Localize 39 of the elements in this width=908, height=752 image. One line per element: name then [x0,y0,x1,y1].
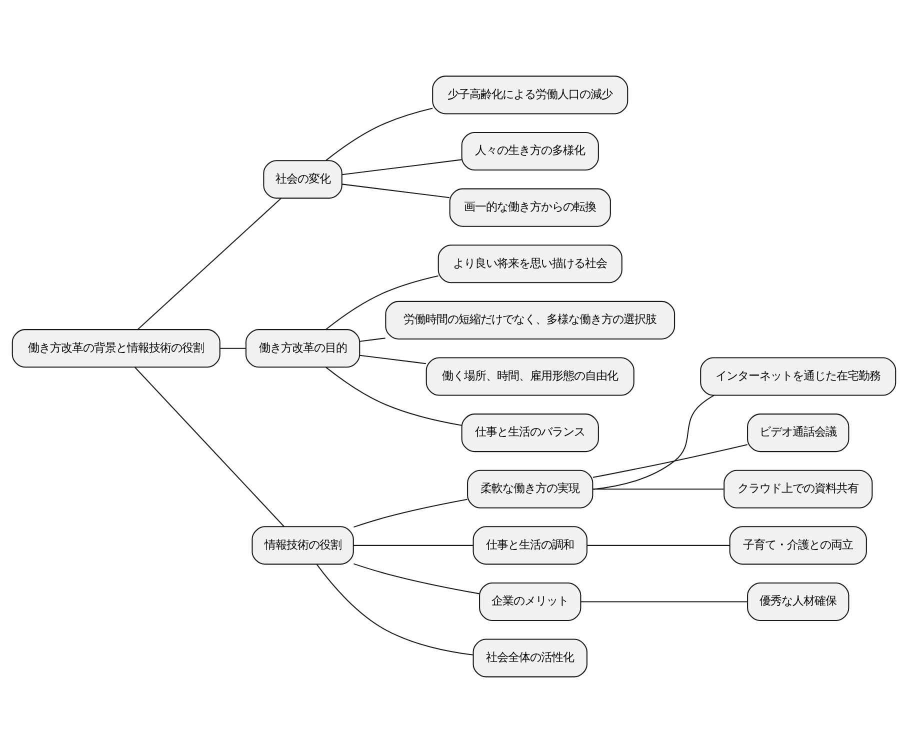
connector [587,544,730,546]
connector [220,347,246,348]
node-box: ビデオ通話会議 [747,413,850,452]
connector [326,274,438,330]
connector [354,498,468,528]
connector [354,544,474,546]
connector [326,366,462,426]
node-box: 画一的な働き方からの転換 [449,188,611,226]
node-box: クラウド上での資料共有 [724,469,873,508]
node-box: 労働時間の短縮だけでなく、多様な働き方の選択肢 [385,300,676,339]
node-box: 働き方改革の目的 [245,328,360,368]
connector [316,564,474,655]
node-box: 情報技術の役割 [252,526,354,564]
connector [342,158,462,175]
node-box: インターネットを通じた在宅勤務 [700,356,896,396]
node-box: 柔軟な働き方の実現 [467,469,594,508]
node-box: 少子高齢化による労働人口の減少 [432,75,628,114]
node-box: 企業のメリット [479,582,582,621]
connector [354,562,480,594]
connector [360,354,426,364]
node-box: 仕事と生活のバランス [461,413,599,452]
node-box: 社会の変化 [263,160,342,198]
node-box: 働く場所、時間、雇用形態の自由化 [426,356,634,396]
connector [592,488,724,490]
connector [580,600,748,602]
node-box: 子育て・介護との両立 [729,526,867,564]
node-box: 仕事と生活の調和 [472,526,588,564]
connector [592,444,748,478]
node-box: 人々の生き方の多様化 [461,131,599,170]
connector [360,337,386,342]
connector [592,394,714,490]
node-box: 優秀な人材確保 [747,582,850,621]
node-box: 社会全体の活性化 [472,638,588,677]
node-box: 働き方改革の背景と情報技術の役割 [12,328,220,368]
connector [134,366,284,526]
node-box: より良い将来を思い描ける社会 [438,244,622,283]
connector [326,107,433,160]
connector [138,198,282,330]
connector [342,183,450,198]
